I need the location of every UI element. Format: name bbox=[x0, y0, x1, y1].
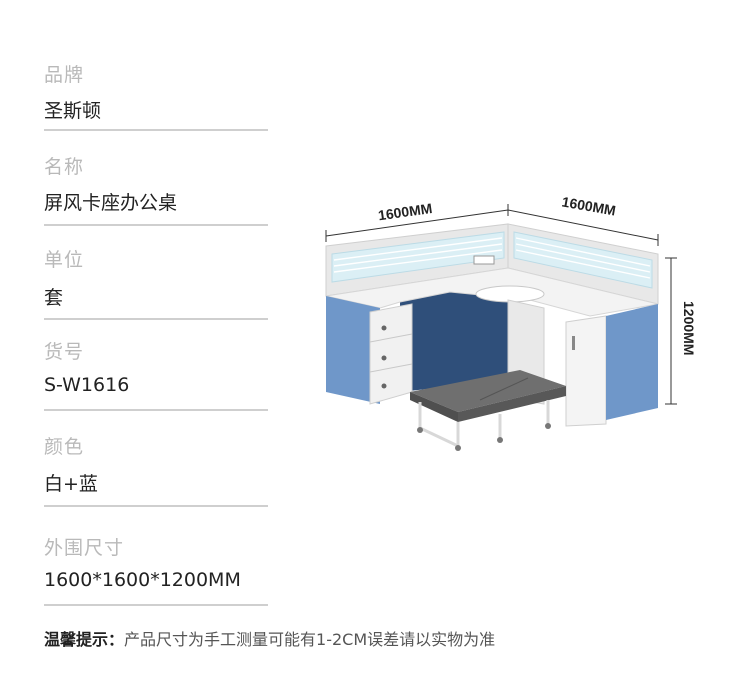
notice: 温馨提示：产品尺寸为手工测量可能有1-2CM误差请以实物为准 bbox=[44, 626, 495, 650]
divider bbox=[44, 409, 268, 411]
spec-label: 品牌 bbox=[44, 64, 85, 86]
spec-value: 屏风卡座办公桌 bbox=[44, 192, 178, 214]
divider bbox=[44, 604, 268, 606]
notice-text: 产品尺寸为手工测量可能有1-2CM误差请以实物为准 bbox=[124, 630, 496, 649]
screen-glass-right bbox=[513, 231, 653, 289]
divider bbox=[44, 224, 268, 226]
spec-label: 外围尺寸 bbox=[44, 537, 125, 559]
inner-back-panel bbox=[400, 282, 508, 392]
spec-value: 圣斯顿 bbox=[44, 100, 102, 122]
notice-title: 温馨提示： bbox=[44, 630, 125, 649]
spec-value: 1600*1600*1200MM bbox=[44, 569, 241, 591]
sofa-bed-cushion bbox=[410, 370, 566, 412]
divider bbox=[44, 129, 268, 131]
dimension-width-right: 1600MM bbox=[561, 193, 617, 218]
spec-label: 货号 bbox=[44, 341, 85, 363]
divider bbox=[44, 505, 268, 507]
dimension-width-left: 1600MM bbox=[377, 200, 433, 223]
sofa-bed-frame bbox=[418, 400, 550, 448]
spec-label: 颜色 bbox=[44, 436, 85, 458]
cabinet-door bbox=[565, 315, 607, 427]
spec-value: 白+蓝 bbox=[44, 473, 98, 495]
sofa-bed-front bbox=[410, 392, 458, 422]
power-socket bbox=[473, 255, 495, 265]
spec-label: 单位 bbox=[44, 249, 85, 271]
product-illustration: 1600MM 1600MM 1200MM bbox=[325, 193, 697, 451]
screen-glass-left bbox=[331, 231, 505, 283]
divider bbox=[44, 318, 268, 320]
spec-value: 套 bbox=[44, 287, 64, 309]
pedestal bbox=[369, 303, 413, 405]
dimension-height: 1200MM bbox=[681, 301, 697, 355]
grommet bbox=[475, 285, 545, 303]
spec-label: 名称 bbox=[44, 156, 85, 178]
spec-value: S-W1616 bbox=[44, 374, 130, 396]
dimension-lines bbox=[325, 204, 677, 405]
side-panel-left bbox=[326, 296, 380, 404]
side-panel-right bbox=[606, 304, 658, 420]
